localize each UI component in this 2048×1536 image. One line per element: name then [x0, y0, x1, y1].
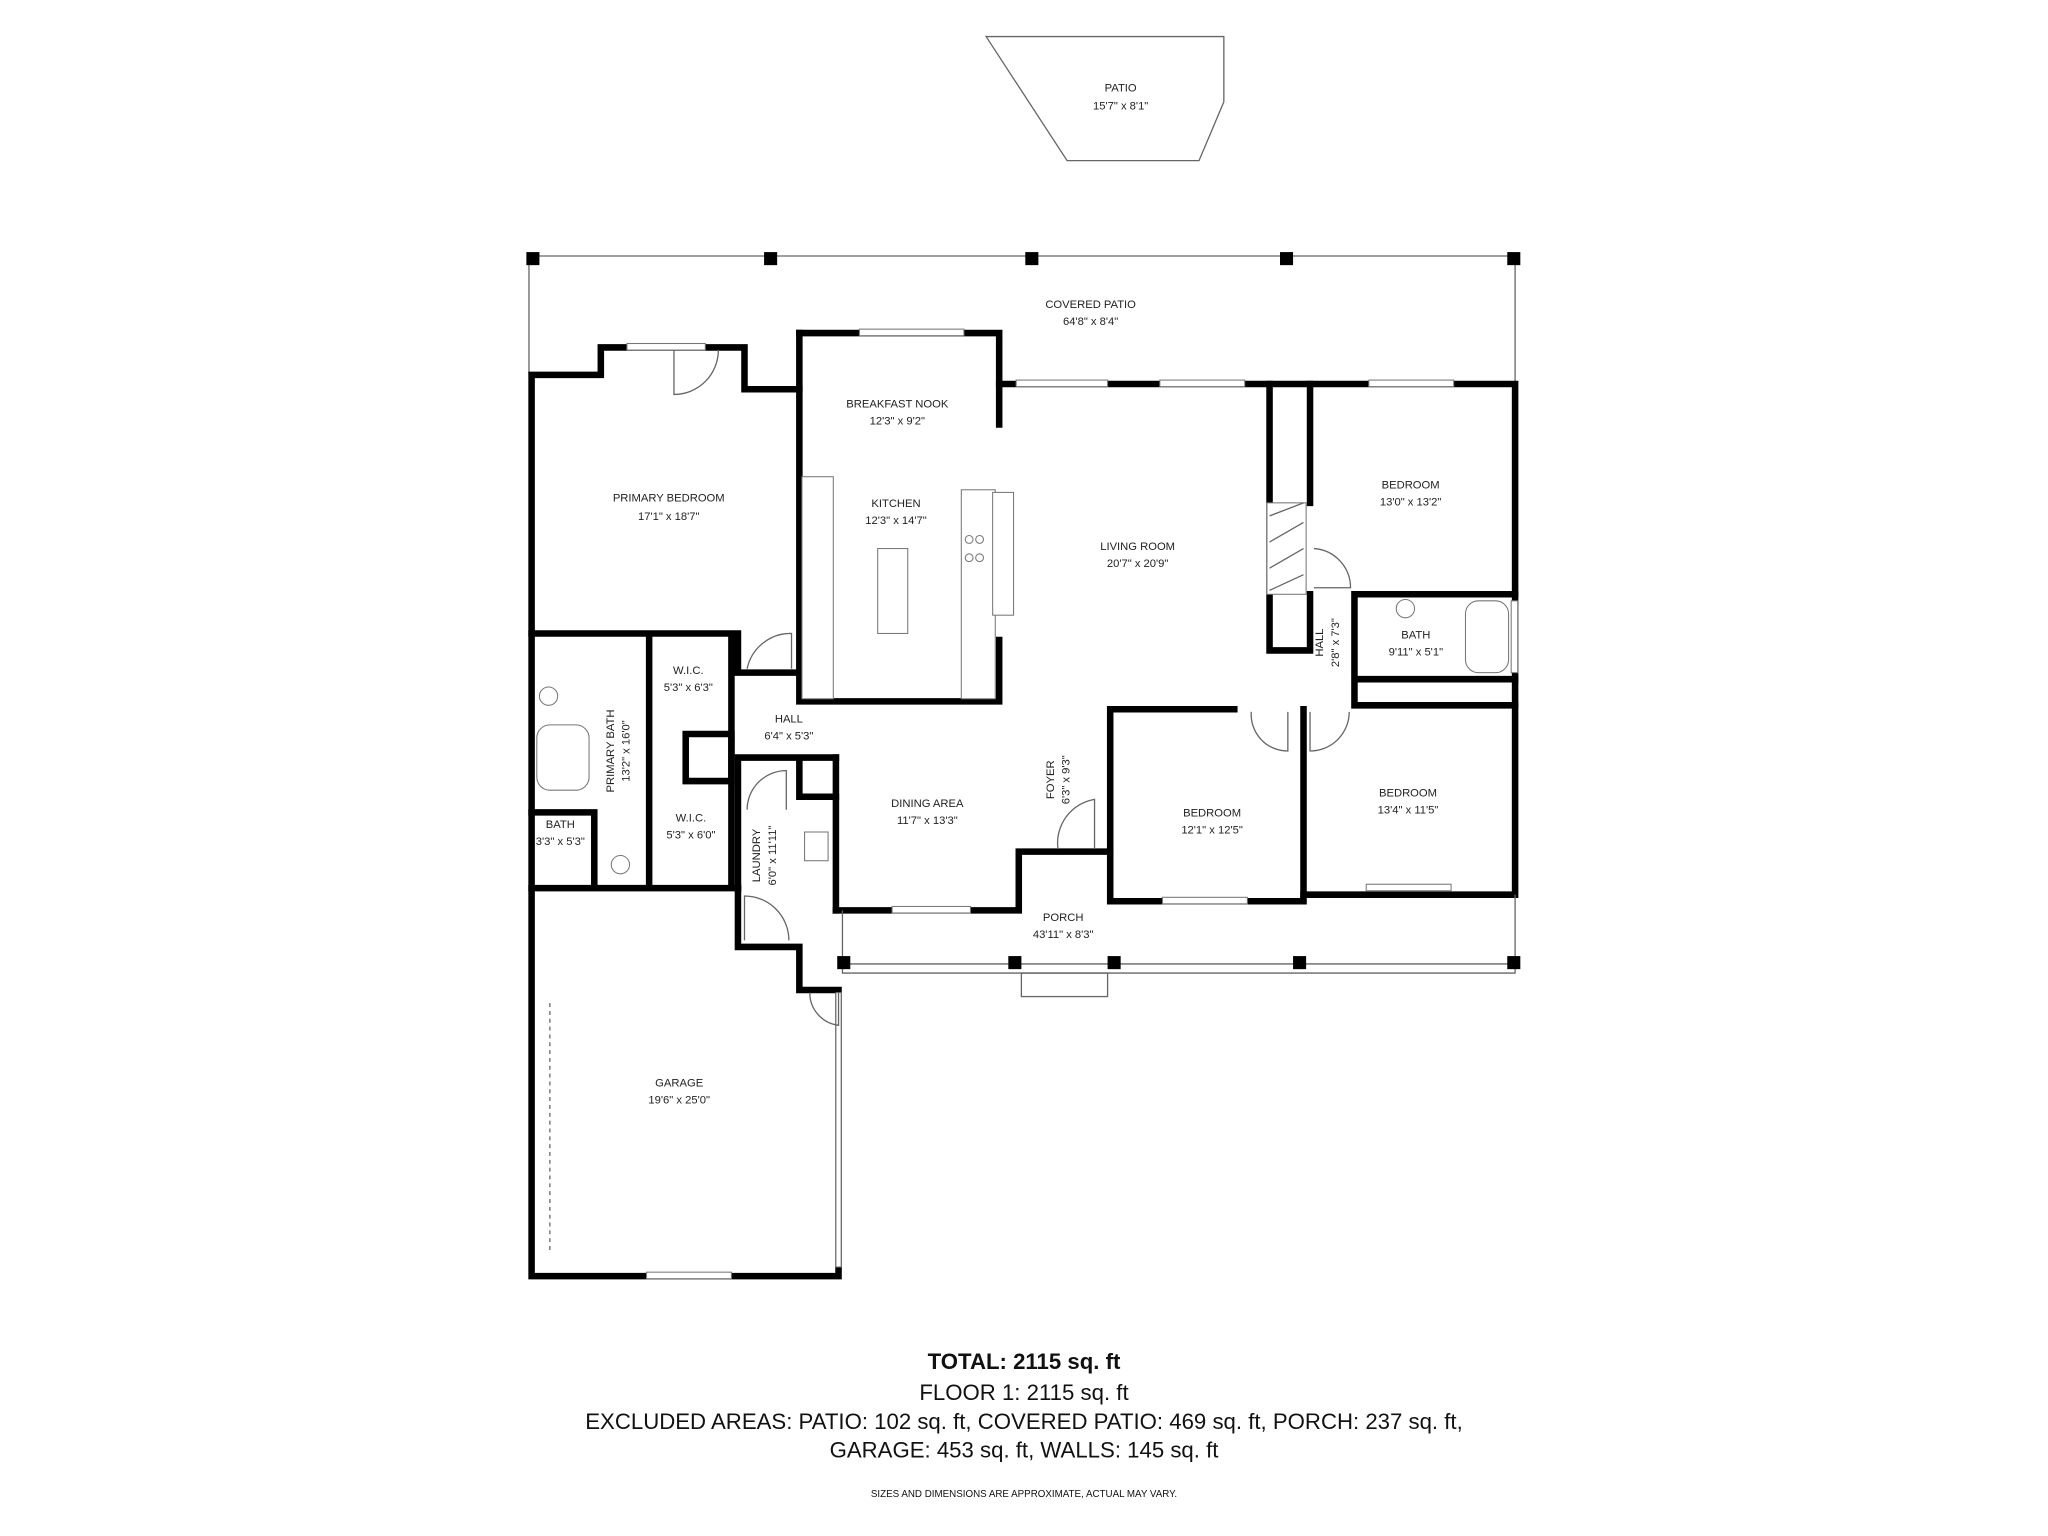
room-name: BEDROOM	[1379, 788, 1437, 800]
room-dims: 6'3" x 9'3"	[1061, 755, 1073, 804]
room-dims: 5'3" x 6'0"	[666, 830, 715, 842]
room-name: BREAKFAST NOOK	[846, 399, 949, 411]
room-wic-upper: W.I.C. 5'3" x 6'3"	[664, 665, 713, 694]
room-bedroom-mid: BEDROOM 12'1" x 12'5"	[1181, 807, 1243, 836]
kitchen-counter-left	[801, 476, 834, 700]
room-dims: 6'0" x 11'11"	[767, 826, 779, 886]
walls	[528, 329, 1519, 1280]
porch-posts	[837, 956, 1521, 970]
room-name: W.I.C.	[673, 665, 704, 677]
room-dims: 43'11" x 8'3"	[1033, 929, 1094, 941]
room-bedroom-ne: BEDROOM 13'0" x 13'2"	[1380, 479, 1442, 508]
fixtures	[536, 476, 1510, 1254]
room-dining-area: DINING AREA 11'7" x 13'3"	[891, 798, 964, 827]
room-dims: 15'7" x 8'1"	[1093, 101, 1148, 113]
excluded-areas-line2: GARAGE: 453 sq. ft, WALLS: 145 sq. ft	[830, 1438, 1219, 1463]
fireplace-hatch	[1269, 502, 1304, 591]
room-name: BEDROOM	[1183, 807, 1241, 819]
room-living-room: LIVING ROOM 20'7" x 20'9"	[1100, 541, 1175, 570]
room-dims: 12'3" x 14'7"	[865, 515, 927, 527]
room-name: PORCH	[1043, 912, 1084, 924]
disclaimer: SIZES AND DIMENSIONS ARE APPROXIMATE, AC…	[871, 1489, 1177, 1500]
room-foyer: FOYER 6'3" x 9'3"	[1045, 755, 1073, 804]
room-dims: 19'6" x 25'0"	[648, 1095, 710, 1107]
room-name: HALL	[775, 713, 803, 725]
room-name: BATH	[1401, 630, 1430, 642]
room-dims: 5'3" x 6'3"	[664, 682, 713, 694]
room-dims: 3'3" x 5'3"	[536, 836, 585, 848]
room-bedroom-se: BEDROOM 13'4" x 11'5"	[1378, 788, 1439, 817]
room-dims: 6'4" x 5'3"	[764, 730, 813, 742]
kitchen-counter-right	[960, 489, 996, 700]
covered-patio-outline	[528, 255, 1516, 384]
room-porch: PORCH 43'11" x 8'3"	[1033, 912, 1094, 941]
room-laundry: LAUNDRY 6'0" x 11'11"	[751, 826, 779, 886]
area-summary: TOTAL: 2115 sq. ft FLOOR 1: 2115 sq. ft …	[585, 1349, 1463, 1500]
room-dims: 13'2" x 16'0"	[621, 720, 633, 782]
room-covered-patio: COVERED PATIO 64'8" x 8'4"	[1045, 299, 1136, 328]
room-name: PRIMARY BEDROOM	[613, 493, 725, 505]
room-name: BEDROOM	[1382, 479, 1440, 491]
room-name: HALL	[1314, 629, 1326, 657]
room-name: PATIO	[1105, 82, 1137, 94]
covered-patio-posts	[526, 252, 1521, 266]
room-primary-bedroom: PRIMARY BEDROOM 17'1" x 18'7"	[613, 493, 725, 523]
sink-primary	[538, 686, 559, 706]
room-dims: 2'8" x 7'3"	[1330, 618, 1342, 667]
room-dims: 64'8" x 8'4"	[1063, 316, 1118, 328]
porch-outline	[841, 894, 1516, 974]
room-name: GARAGE	[655, 1078, 703, 1090]
room-name: LIVING ROOM	[1100, 541, 1175, 553]
excluded-areas-line1: EXCLUDED AREAS: PATIO: 102 sq. ft, COVER…	[585, 1409, 1463, 1434]
room-bath-west: BATH 3'3" x 5'3"	[536, 819, 585, 848]
bathtub-east	[1464, 600, 1510, 674]
room-wic-lower: W.I.C. 5'3" x 6'0"	[666, 813, 715, 842]
room-name: KITCHEN	[871, 498, 920, 510]
room-patio: PATIO 15'7" x 8'1"	[1093, 82, 1148, 112]
bathtub-primary	[536, 724, 590, 791]
room-kitchen: KITCHEN 12'3" x 14'7"	[865, 498, 927, 527]
room-name: BATH	[546, 819, 575, 831]
room-name: LAUNDRY	[751, 828, 763, 882]
room-dims: 12'1" x 12'5"	[1181, 824, 1243, 836]
room-dims: 11'7" x 13'3"	[897, 815, 958, 827]
kitchen-island	[877, 548, 909, 634]
room-name: W.I.C.	[676, 813, 707, 825]
patio-outline	[984, 35, 1225, 162]
room-dims: 13'0" x 13'2"	[1380, 496, 1442, 508]
windows	[626, 328, 1519, 1280]
room-name: COVERED PATIO	[1045, 299, 1136, 311]
room-dims: 17'1" x 18'7"	[638, 511, 700, 523]
fireplace	[1266, 502, 1307, 595]
room-breakfast-nook: BREAKFAST NOOK 12'3" x 9'2"	[846, 399, 949, 428]
total-area: TOTAL: 2115 sq. ft	[928, 1349, 1121, 1374]
doors	[673, 350, 1352, 1027]
porch-step	[1020, 972, 1109, 998]
sink-bath-west	[610, 854, 631, 875]
room-bath-east: BATH 9'11" x 5'1"	[1389, 630, 1443, 659]
room-garage: GARAGE 19'6" x 25'0"	[648, 1078, 710, 1107]
kitchen-bar	[992, 491, 1015, 616]
room-dims: 13'4" x 11'5"	[1378, 805, 1439, 817]
room-name: PRIMARY BATH	[605, 710, 617, 793]
laundry-sink	[804, 831, 829, 862]
floor1-area: FLOOR 1: 2115 sq. ft	[919, 1380, 1128, 1405]
room-name: FOYER	[1045, 760, 1057, 799]
sink-bath-east	[1395, 598, 1416, 619]
room-dims: 20'7" x 20'9"	[1107, 558, 1169, 570]
room-dims: 9'11" x 5'1"	[1389, 647, 1443, 659]
room-dims: 12'3" x 9'2"	[870, 415, 925, 427]
room-name: DINING AREA	[891, 798, 964, 810]
room-hall-west: HALL 6'4" x 5'3"	[764, 713, 813, 742]
room-primary-bath: PRIMARY BATH 13'2" x 16'0"	[605, 710, 633, 793]
room-hall-east: HALL 2'8" x 7'3"	[1314, 618, 1342, 667]
